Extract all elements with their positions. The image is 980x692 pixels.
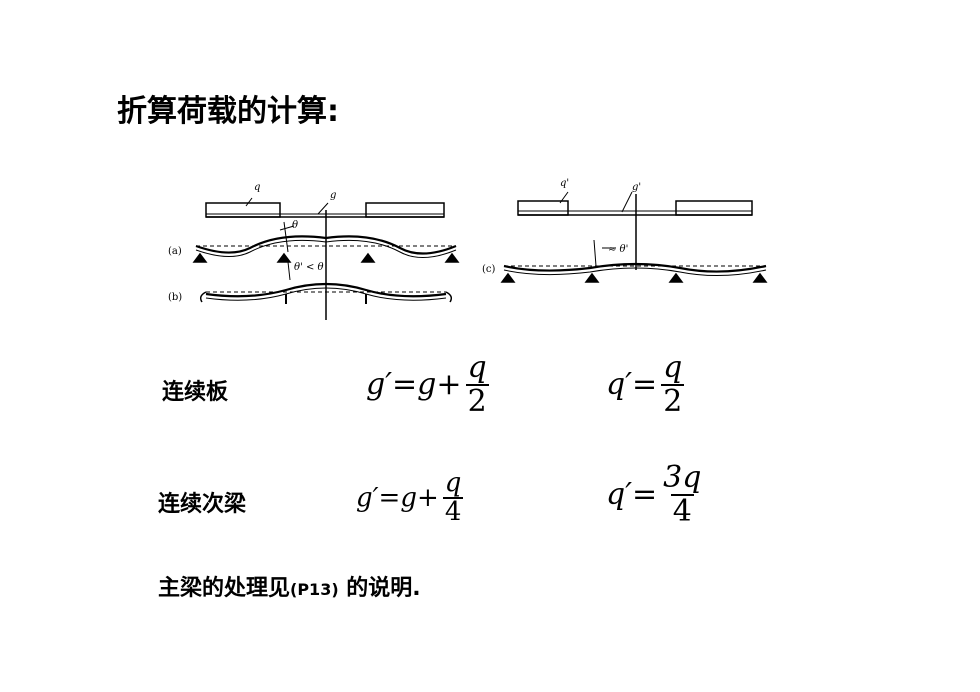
equals-sign: = [632, 477, 658, 512]
deflected-beam-c [503, 262, 767, 273]
equals-sign: = [632, 367, 658, 402]
label-g-prime: g' [632, 182, 641, 193]
fraction-denominator: 4 [442, 497, 464, 528]
label-g: g [330, 190, 336, 201]
footer-note: 主梁的处理见(P13) 的说明. [158, 570, 421, 602]
equals-sign: = [378, 483, 401, 514]
fraction: 3q 4 [661, 462, 703, 527]
label-q: q [254, 182, 260, 193]
load-diagram-figure: (a) (b) q g θ θ' < θ (c) q' g' ≈ θ' [168, 178, 768, 320]
formula-slab-g-prime: g′ = g + q 2 [366, 352, 489, 417]
page-title: 折算荷载的计算: [117, 94, 339, 129]
fraction: q 2 [465, 350, 489, 419]
label-c: (c) [482, 264, 496, 275]
fraction-denominator: 4 [670, 493, 694, 529]
row-label-continuous-secondary-beam: 连续次梁 [158, 492, 247, 517]
var-g-prime: g′ [366, 367, 393, 402]
diagram-left [192, 197, 460, 320]
var-q-prime: q′ [606, 367, 633, 402]
fraction-numerator: 3q [663, 460, 702, 495]
deflected-beam-a [195, 235, 457, 255]
label-theta: θ [292, 220, 298, 231]
label-b: (b) [168, 292, 182, 303]
formula-beam-g-prime: g′ = g + q 4 [356, 468, 464, 528]
label-theta-cond: θ' < θ [294, 262, 324, 273]
footer-reference: (P13) [290, 580, 339, 599]
label-a: (a) [168, 246, 182, 257]
formula-beam-q-prime: q′ = 3q 4 [606, 462, 703, 527]
footer-text-after: 的说明. [338, 576, 421, 601]
fraction-denominator: 2 [465, 383, 489, 419]
fraction: q 2 [661, 350, 685, 419]
label-q-prime: q' [560, 178, 569, 189]
load-block-qprime-right [675, 200, 753, 216]
deflected-beam-b [205, 282, 447, 298]
var-g: g [417, 367, 437, 402]
var-g-prime: g′ [356, 483, 379, 514]
var-g: g [400, 483, 417, 514]
fraction-numerator: q [444, 468, 462, 498]
formula-slab-q-prime: q′ = q 2 [606, 350, 685, 419]
var-q-prime: q′ [606, 477, 633, 512]
fraction-numerator: q [663, 350, 683, 385]
plus-sign: + [417, 483, 439, 514]
fraction-numerator: q [467, 350, 487, 385]
row-label-continuous-slab: 连续板 [162, 380, 229, 405]
footer-text-before: 主梁的处理见 [158, 576, 291, 601]
fraction: q 4 [442, 468, 464, 528]
load-block-q-right [365, 202, 445, 218]
load-block-q-left [205, 202, 281, 218]
plus-sign: + [436, 367, 462, 402]
diagram-right [500, 191, 768, 283]
label-theta-approx: ≈ θ' [608, 244, 628, 255]
fraction-denominator: 2 [661, 383, 685, 419]
equals-sign: = [392, 367, 418, 402]
